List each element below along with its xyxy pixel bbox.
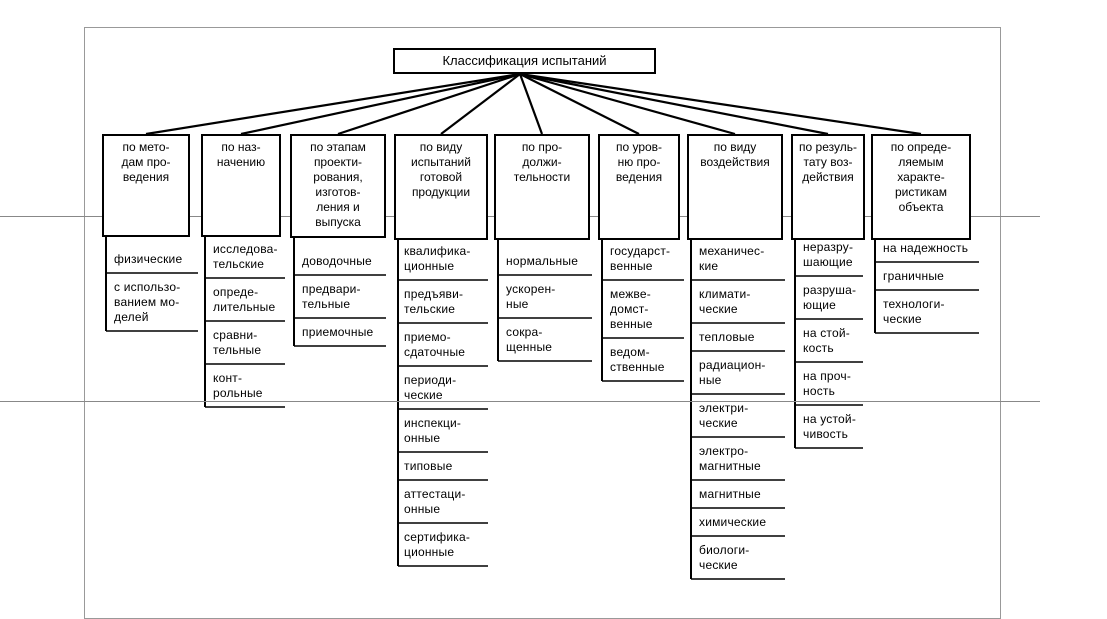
- category-7-item: радиацион- ные: [699, 358, 766, 387]
- diagram-title: Классификация испытаний: [393, 48, 656, 74]
- category-7-item: механичес- кие: [699, 244, 765, 273]
- category-8-item: на устой- чивость: [803, 412, 857, 441]
- category-4-item: сертифика- ционные: [404, 530, 471, 559]
- category-5-item: нормальные: [506, 254, 579, 268]
- connector-lines: [105, 72, 979, 580]
- category-8-item: неразру- шающие: [803, 240, 854, 269]
- category-5-item: ускорен- ные: [506, 282, 556, 311]
- category-box-9: по опреде- ляемым характe- ристикам объе…: [871, 134, 971, 240]
- category-4-item: инспекци- онные: [404, 416, 462, 445]
- connector-line-3: [337, 72, 521, 136]
- category-4-item: периоди- ческие: [404, 373, 457, 402]
- connector-line-4: [440, 73, 521, 135]
- connector-line-8: [519, 72, 829, 136]
- category-8-item: на стой- кость: [803, 326, 850, 355]
- category-box-3: по этапам проекти- рования, изготов- лен…: [290, 134, 386, 238]
- category-box-1: по мето- дам про- ведения: [102, 134, 190, 237]
- category-6-item: межве- домст- венные: [610, 287, 653, 331]
- category-box-8: по резуль- тату воз- действия: [791, 134, 865, 240]
- category-2-item: опреде- лительные: [213, 285, 276, 314]
- connector-line-2: [240, 72, 521, 136]
- category-box-6: по уров- ню про- ведения: [598, 134, 680, 240]
- category-6-item: ведом- ственные: [610, 345, 665, 374]
- connector-line-9: [519, 72, 922, 136]
- category-box-5: по про- должи- тельности: [494, 134, 590, 240]
- page-frame: [84, 27, 1001, 619]
- category-9-item: на надежность: [883, 241, 969, 255]
- category-7-item: тепловые: [699, 330, 755, 344]
- category-3-item: предвари- тельные: [302, 282, 361, 311]
- category-8-item: разруша- ющие: [803, 283, 857, 312]
- category-3-item: приемочные: [302, 325, 374, 339]
- category-box-4: по виду испытаний готовой продукции: [394, 134, 488, 240]
- category-box-2: по наз- начению: [201, 134, 281, 237]
- guide-line-bottom: [0, 401, 1040, 402]
- category-8-item: на проч- ность: [803, 369, 852, 398]
- category-7-item: климати- ческие: [699, 287, 751, 316]
- category-6-item: государст- венные: [610, 244, 671, 273]
- connector-line-7: [519, 72, 736, 136]
- category-1-item: с использо- ванием мо- делей: [114, 280, 181, 324]
- category-5-item: сокра- щенные: [506, 325, 553, 354]
- category-4-item: приемо- сдаточные: [404, 330, 466, 359]
- category-2-item: исследова- тельские: [213, 242, 278, 271]
- category-1-item: физические: [114, 252, 183, 266]
- category-2-item: сравни- тельные: [213, 328, 262, 357]
- category-4-item: предъяви- тельские: [404, 287, 464, 316]
- connector-line-1: [145, 72, 521, 136]
- category-9-item: граничные: [883, 269, 945, 283]
- category-7-item: магнитные: [699, 487, 761, 501]
- category-4-item: типовые: [404, 459, 453, 473]
- category-7-item: электро- магнитные: [699, 444, 761, 473]
- category-box-7: по виду воздействия: [687, 134, 783, 240]
- connector-line-5: [518, 73, 544, 135]
- category-2-item: конт- рольные: [213, 371, 263, 400]
- category-4-item: квалифика- ционные: [404, 244, 471, 273]
- category-7-item: электри- ческие: [699, 401, 749, 430]
- connector-line-6: [519, 73, 640, 135]
- category-4-item: аттестаци- онные: [404, 487, 466, 516]
- category-7-item: химические: [699, 515, 767, 529]
- category-7-item: биологи- ческие: [699, 543, 750, 572]
- category-9-item: технологи- ческие: [883, 297, 945, 326]
- category-3-item: доводочные: [302, 254, 372, 268]
